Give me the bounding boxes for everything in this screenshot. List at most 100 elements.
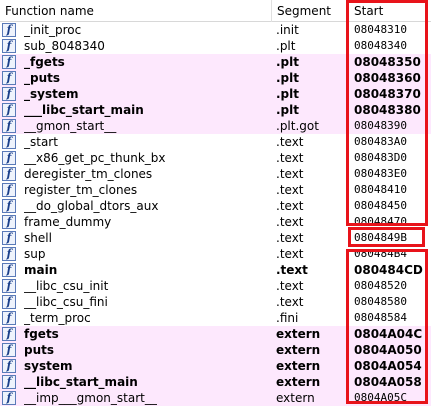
start-address-cell: 080483E0 (354, 167, 407, 180)
start-address-cell: 080483A0 (354, 135, 407, 148)
start-address-cell: 08048580 (354, 295, 407, 308)
function-name-cell: __x86_get_pc_thunk_bx (24, 151, 166, 165)
function-icon: f (2, 391, 16, 405)
start-address-cell: 0804A04C (354, 327, 423, 341)
segment-cell: .text (276, 135, 304, 149)
function-name-cell: shell (24, 231, 52, 245)
function-icon: f (2, 71, 16, 85)
start-address-cell: 08048520 (354, 279, 407, 292)
function-name-cell: __libc_csu_fini (24, 295, 108, 309)
segment-cell: extern (276, 391, 315, 405)
function-icon: f (2, 87, 16, 101)
function-name-cell: __libc_start_main (24, 375, 138, 389)
function-icon: f (2, 39, 16, 53)
function-icon: f (2, 55, 16, 69)
column-header-function-name[interactable]: Function name (0, 0, 272, 22)
start-address-cell: 08048470 (354, 215, 407, 228)
start-address-cell: 08048340 (354, 39, 407, 52)
start-address-cell: 0804A05C (354, 391, 407, 404)
column-header-start[interactable]: Start (354, 4, 384, 18)
segment-cell: .text (276, 151, 304, 165)
segment-cell: .plt (276, 55, 299, 69)
table-row[interactable]: f sub_8048340 .plt 08048340 (0, 38, 431, 54)
segment-cell: .plt (276, 39, 296, 53)
function-icon: f (2, 359, 16, 373)
segment-cell: .text (276, 231, 304, 245)
segment-cell: extern (276, 359, 321, 373)
start-address-cell: 08048370 (354, 87, 421, 101)
function-name-cell: __do_global_dtors_aux (24, 199, 159, 213)
segment-cell: .plt (276, 87, 299, 101)
function-name-cell: fgets (24, 327, 59, 341)
function-icon: f (2, 295, 16, 309)
start-address-cell: 08048390 (354, 119, 407, 132)
function-icon: f (2, 343, 16, 357)
function-name-cell: frame_dummy (24, 215, 112, 229)
function-name-cell: sup (24, 247, 46, 261)
segment-cell: .text (276, 247, 304, 261)
segment-cell: .plt (276, 103, 299, 117)
function-icon: f (2, 199, 16, 213)
start-address-cell: 0804A054 (354, 359, 422, 373)
function-name-cell: _fgets (24, 55, 65, 69)
segment-cell: .text (276, 295, 304, 309)
function-name-cell: _system (24, 87, 79, 101)
table-row[interactable]: f __libc_start_main extern 0804A058 (0, 374, 431, 390)
function-icon: f (2, 135, 16, 149)
function-name-cell: puts (24, 343, 55, 357)
table-row[interactable]: f _puts .plt 08048360 (0, 70, 431, 86)
function-name-cell: sub_8048340 (24, 39, 105, 53)
segment-cell: .plt.got (276, 119, 319, 133)
function-icon: f (2, 151, 16, 165)
function-name-cell: __imp___gmon_start__ (24, 391, 157, 405)
function-icon: f (2, 247, 16, 261)
start-address-cell: 080484CD (354, 263, 423, 277)
start-address-cell: 08048584 (354, 311, 407, 324)
function-icon: f (2, 215, 16, 229)
function-name-cell: _puts (24, 71, 61, 85)
function-icon: f (2, 119, 16, 133)
segment-cell: extern (276, 343, 321, 357)
function-name-cell: ___libc_start_main (24, 103, 144, 117)
function-icon: f (2, 375, 16, 389)
segment-cell: .text (276, 183, 304, 197)
start-address-cell: 08048360 (354, 71, 421, 85)
segment-cell: extern (276, 375, 321, 389)
column-header-segment[interactable]: Segment (272, 0, 349, 22)
function-icon: f (2, 263, 16, 277)
function-name-cell: deregister_tm_clones (24, 167, 153, 181)
function-icon: f (2, 327, 16, 341)
start-address-cell: 080484B4 (354, 247, 407, 260)
start-address-cell: 08048380 (354, 103, 421, 117)
function-name-cell: _start (24, 135, 58, 149)
segment-cell: .plt (276, 71, 299, 85)
start-address-cell: 08048450 (354, 199, 407, 212)
table-row[interactable]: f _start .text 080483A0 (0, 134, 431, 150)
function-icon: f (2, 23, 16, 37)
table-row[interactable]: f _system .plt 08048370 (0, 86, 431, 102)
start-address-cell: 0804A050 (354, 343, 422, 357)
segment-cell: .text (276, 263, 308, 277)
table-row[interactable]: f __imp___gmon_start__ extern 0804A05C (0, 390, 431, 406)
table-row[interactable]: f __libc_csu_fini .text 08048580 (0, 294, 431, 310)
table-header: Function name Segment Start (0, 0, 431, 22)
start-address-cell: 0804A058 (354, 375, 422, 389)
function-icon: f (2, 279, 16, 293)
